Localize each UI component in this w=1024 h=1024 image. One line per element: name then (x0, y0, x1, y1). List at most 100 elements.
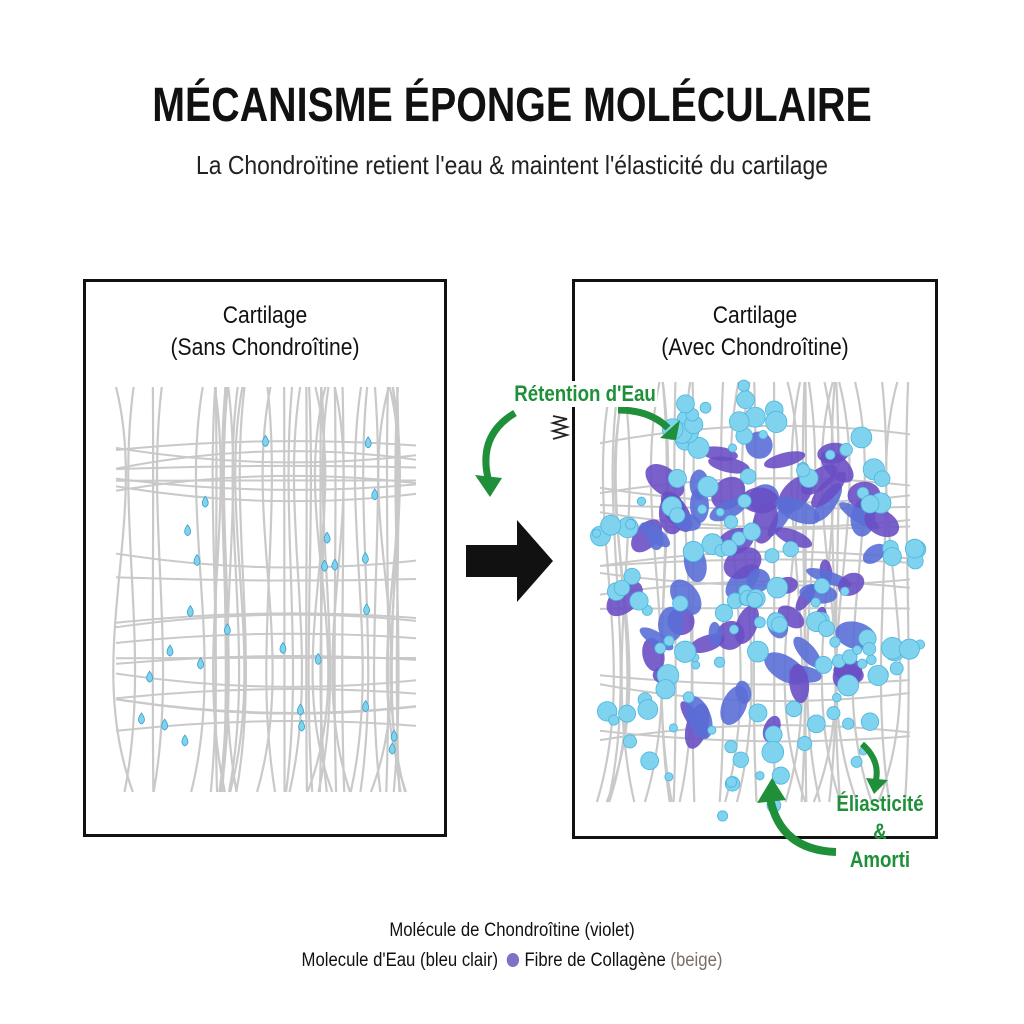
water-molecule (753, 616, 766, 629)
water-molecule (668, 723, 678, 733)
legend-collagen: Fibre de Collagène (524, 950, 666, 971)
water-molecule (724, 740, 738, 754)
collagen-fiber (903, 381, 910, 803)
collagen-fiber (115, 446, 417, 464)
water-droplet (321, 559, 328, 572)
water-molecule (723, 514, 739, 529)
water-molecule (636, 496, 647, 506)
water-molecule (771, 766, 790, 785)
water-molecule (717, 810, 729, 822)
water-droplet (314, 652, 322, 665)
collagen-fiber (834, 381, 842, 803)
water-molecule (697, 476, 719, 498)
water-droplet (323, 531, 331, 544)
collagen-fiber-network (112, 386, 417, 793)
water-droplet (298, 719, 305, 732)
collagen-fiber (284, 386, 295, 793)
collagen-fiber (115, 474, 417, 492)
water-molecule (728, 411, 750, 432)
water-molecule (860, 712, 880, 731)
panel-title: Cartilage (Sans Chondroîtine) (107, 300, 422, 364)
collagen-fiber (115, 612, 417, 624)
legend-water: Molecule d'Eau (bleu clair) (301, 950, 499, 971)
panel-title-line2: (Avec Chondroîtine) (661, 334, 849, 361)
water-droplet (223, 623, 231, 636)
collagen-fiber (115, 576, 417, 582)
water-droplet (331, 558, 339, 571)
water-molecule (785, 700, 803, 718)
water-molecule (860, 494, 880, 514)
water-molecule (714, 603, 733, 622)
spring-icon (549, 415, 571, 440)
page-title: MÉCANISME ÉPONGE MOLÉCULAIRE (152, 79, 872, 132)
collagen-fiber (115, 552, 417, 569)
collagen-fiber (369, 386, 393, 793)
collagen-fiber (115, 477, 417, 491)
water-droplet (138, 712, 145, 725)
water-molecule (720, 539, 738, 557)
water-molecule (729, 624, 739, 635)
chondroitin-molecule (793, 636, 822, 668)
collagen-fiber (305, 386, 309, 793)
chondroitin-molecule (775, 496, 821, 525)
water-molecule (862, 642, 877, 656)
chondroitin-molecule (746, 568, 771, 592)
collagen-fiber (265, 386, 277, 793)
collagen-fiber (877, 381, 902, 803)
water-molecule (764, 548, 780, 564)
collagen-fiber (372, 386, 382, 793)
curved-arrow-left-icon (482, 409, 517, 479)
water-molecule (625, 518, 636, 530)
collagen-fiber (115, 688, 417, 700)
water-molecule (737, 379, 750, 392)
water-molecule (672, 595, 689, 612)
water-molecule (866, 654, 877, 666)
collagen-fiber (190, 386, 206, 793)
water-molecule (814, 656, 833, 674)
chondroitin-molecule (741, 487, 779, 514)
collagen-fiber (115, 613, 417, 629)
water-molecule (842, 649, 858, 665)
water-droplet (184, 524, 192, 537)
collagen-fiber (643, 381, 663, 803)
water-molecule (725, 776, 738, 788)
water-molecule (837, 674, 860, 697)
water-molecule (747, 640, 769, 663)
collagen-fiber (115, 698, 417, 715)
collagen-fiber (385, 386, 390, 793)
water-molecule (600, 514, 622, 536)
water-droplet (186, 604, 194, 618)
chondroitin-molecule (720, 685, 749, 725)
water-molecule (755, 771, 765, 781)
water-droplet (361, 551, 369, 564)
legend-dot-icon (506, 953, 520, 967)
water-molecule (766, 798, 782, 813)
water-molecule (857, 658, 868, 669)
water-molecule (637, 699, 659, 720)
collagen-fiber (599, 674, 911, 686)
chondroitin-molecule (811, 471, 847, 508)
collagen-fiber (115, 450, 417, 470)
water-droplet (146, 670, 154, 683)
water-molecule (655, 679, 676, 700)
water-molecule (832, 692, 842, 703)
water-molecule (829, 636, 841, 648)
water-droplet (201, 495, 209, 508)
chondroitin-molecule (837, 572, 865, 596)
collagen-fiber (349, 386, 364, 793)
collagen-fiber (256, 386, 274, 793)
water-molecule (850, 426, 873, 449)
water-molecule (765, 410, 788, 433)
collagen-fiber (115, 464, 417, 471)
collagen-fiber (718, 381, 725, 803)
collagen-fiber (123, 386, 137, 793)
water-molecule (687, 436, 710, 459)
right-arrow-icon (466, 520, 553, 602)
elasticity-label: Éliasticité & Amorti (833, 790, 927, 874)
elasticity-label-line2: & (873, 819, 887, 844)
water-droplet (364, 436, 372, 449)
water-molecule (748, 703, 768, 723)
water-molecule (667, 469, 687, 489)
water-molecule (889, 661, 904, 676)
water-molecule (898, 638, 920, 660)
